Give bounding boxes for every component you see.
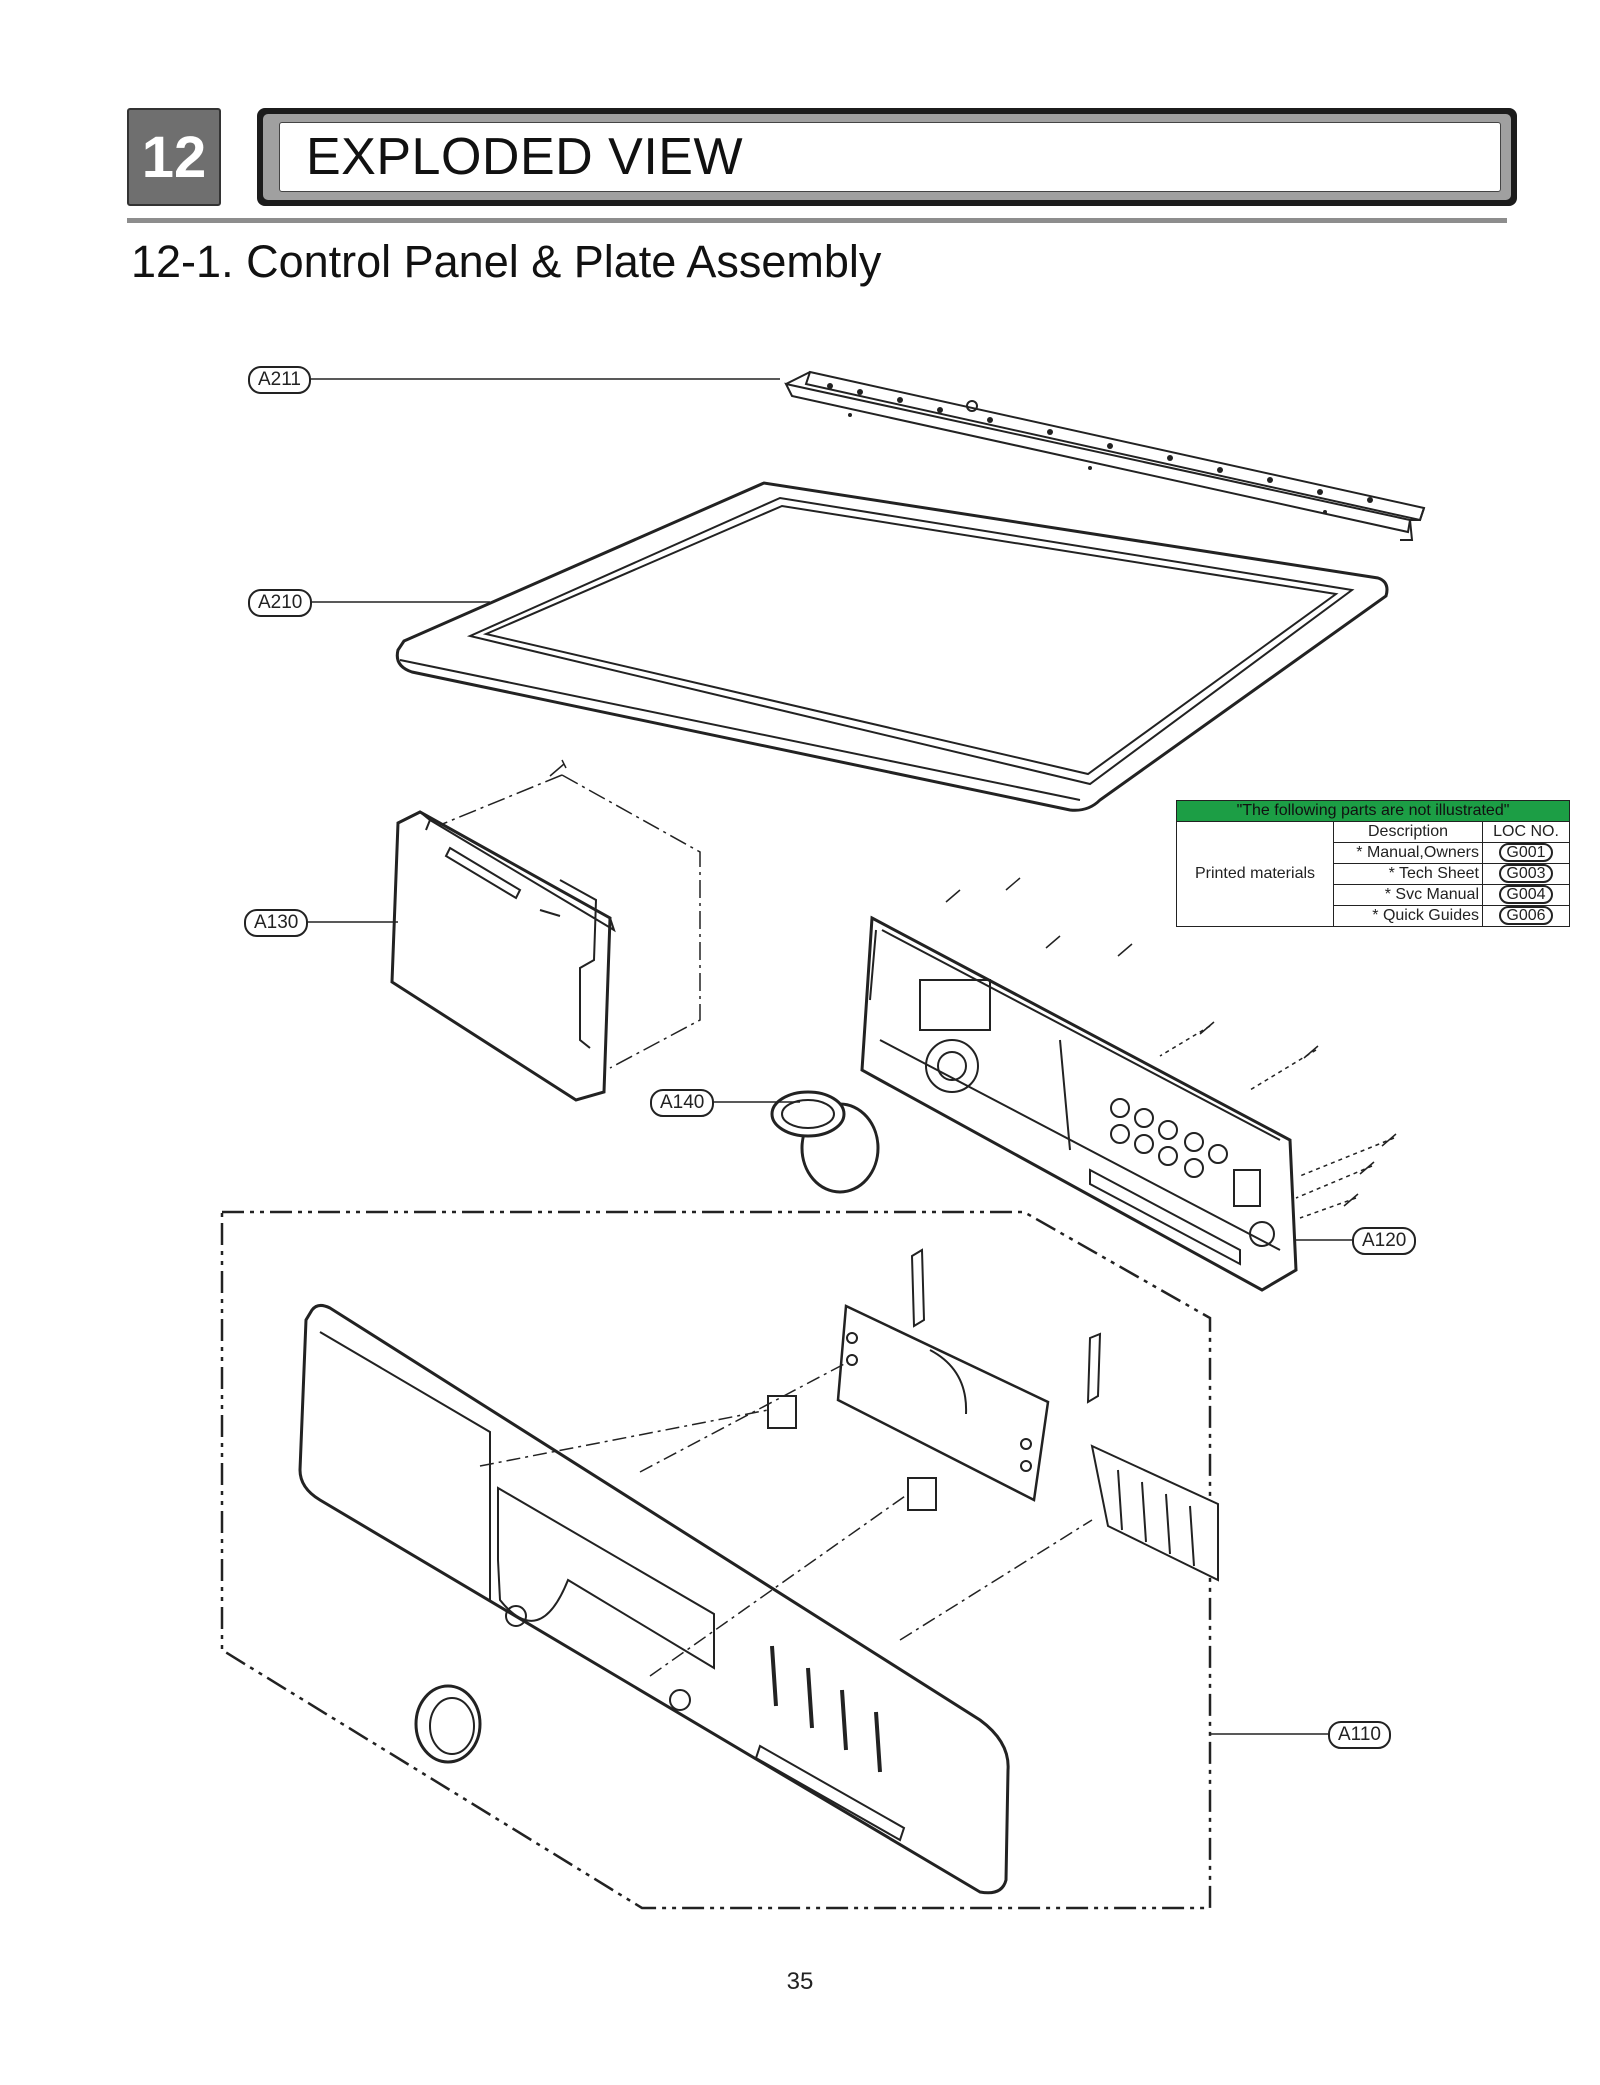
callout-a210: A210 bbox=[248, 589, 313, 617]
row-loc-no: G001 bbox=[1499, 843, 1553, 862]
row-loc-no: G004 bbox=[1499, 885, 1553, 904]
pcb-assembly-part bbox=[860, 915, 1298, 1292]
row-description: * Quick Guides bbox=[1333, 905, 1483, 927]
row-loc-no: G003 bbox=[1499, 864, 1553, 883]
header-divider bbox=[127, 218, 1507, 223]
page-title: EXPLODED VIEW bbox=[306, 128, 744, 186]
table-row: * Manual,Owners G001 bbox=[1177, 842, 1570, 864]
control-panel-part bbox=[298, 1303, 1010, 1895]
screws bbox=[549, 759, 1397, 1219]
row-description: * Manual,Owners bbox=[1333, 842, 1483, 864]
table-row: * Quick Guides G006 bbox=[1177, 905, 1570, 927]
callout-a120: A120 bbox=[1352, 1227, 1417, 1255]
row-loc-no: G006 bbox=[1499, 906, 1553, 925]
section-number-badge: 12 bbox=[127, 108, 221, 206]
section-title-frame: EXPLODED VIEW bbox=[257, 108, 1517, 206]
callout-a140: A140 bbox=[650, 1089, 715, 1117]
section-subtitle: 12-1. Control Panel & Plate Assembly bbox=[131, 236, 882, 287]
page-number: 35 bbox=[786, 1968, 814, 1995]
mounting-bracket-part bbox=[784, 370, 1426, 541]
column-description: Description bbox=[1333, 821, 1483, 843]
row-description: * Svc Manual bbox=[1333, 884, 1483, 906]
panel-subparts bbox=[767, 1248, 1219, 1582]
row-description: * Tech Sheet bbox=[1333, 863, 1483, 885]
table-header: "The following parts are not illustrated… bbox=[1176, 800, 1570, 822]
section-number: 12 bbox=[141, 124, 207, 190]
leader-lines bbox=[304, 378, 1358, 1735]
top-cover-part bbox=[395, 481, 1389, 812]
callout-a110: A110 bbox=[1328, 1721, 1391, 1749]
not-illustrated-parts-table: "The following parts are not illustrated… bbox=[1176, 800, 1570, 927]
control-box-part bbox=[390, 810, 616, 1102]
column-loc-no: LOC NO. bbox=[1482, 821, 1570, 843]
callout-a211: A211 bbox=[248, 366, 311, 394]
group-label: Printed materials bbox=[1176, 821, 1334, 927]
knob-part bbox=[770, 1090, 880, 1194]
callout-a130: A130 bbox=[244, 909, 309, 937]
